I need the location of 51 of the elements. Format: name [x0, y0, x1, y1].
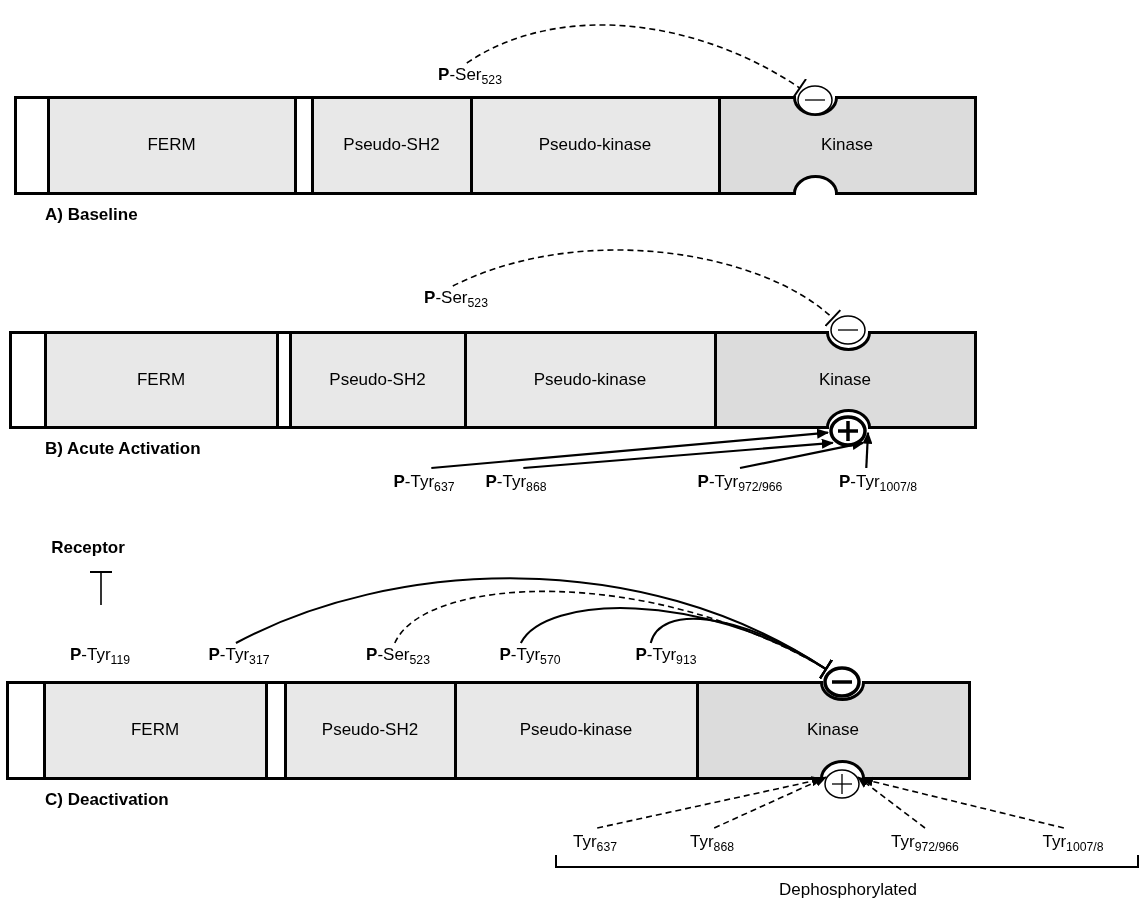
domain-label: Kinase	[819, 369, 871, 390]
linker-box	[8, 330, 47, 429]
phospho-site-label: P-Tyr$_{1007/8}$	[839, 472, 917, 492]
domain-label: Pseudo-kinase	[519, 720, 633, 740]
receptor-label: Receptor	[51, 538, 125, 558]
inhibition-line	[649, 617, 833, 680]
domain-label: FERM	[136, 369, 186, 390]
panel-label: B) Acute Activation	[45, 439, 201, 459]
arrow	[862, 431, 873, 469]
domain-label: Kinase	[821, 135, 873, 155]
inhibitory-site-icon	[822, 665, 862, 699]
domain-label: FERM	[147, 135, 196, 155]
arrow	[739, 440, 865, 470]
phospho-site-label: P-Tyr$_{972/966}$	[697, 472, 783, 492]
phospho-site-label: P-Tyr$_{913}$	[635, 645, 697, 665]
phospho-site-label: Tyr$_{637}$	[573, 832, 617, 852]
linker-box	[5, 680, 46, 780]
panel-label: C) Deactivation	[45, 790, 169, 810]
arrow	[431, 428, 829, 470]
phospho-site-label: Tyr$_{1007/8}$	[1042, 832, 1104, 852]
inhibitory-site-icon	[795, 83, 835, 117]
group-caption: Dephosphorylated	[779, 880, 917, 900]
inhibition-line	[452, 249, 841, 328]
domain-label: Pseudo-SH2	[321, 720, 419, 740]
activating-site-icon	[828, 414, 868, 448]
arrow	[713, 776, 827, 829]
domain-label: Pseudo-kinase	[538, 135, 652, 155]
domain-label: Pseudo-SH2	[343, 135, 440, 155]
domain-label: FERM	[130, 720, 180, 740]
linker-box	[13, 95, 50, 195]
inhibition-line	[394, 590, 833, 680]
phospho-site-label: P-Ser$_{523}$	[366, 645, 430, 665]
phospho-site-label: P-Tyr$_{637}$	[393, 472, 455, 492]
arrow	[523, 438, 834, 470]
phospho-site-label: P-Tyr$_{570}$	[499, 645, 561, 665]
phospho-site-label: Tyr$_{972/966}$	[891, 832, 959, 852]
panel-label: A) Baseline	[45, 205, 138, 225]
inhibition-line	[466, 24, 807, 99]
phospho-site-label: P-Tyr$_{317}$	[208, 645, 270, 665]
phospho-site-label: P-Ser$_{523}$	[438, 65, 502, 85]
phospho-site-label: P-Tyr$_{119}$	[69, 645, 131, 665]
activating-site-icon	[822, 767, 862, 801]
phospho-site-label: P-Ser$_{523}$	[424, 288, 488, 308]
domain-label: Pseudo-kinase	[533, 369, 647, 390]
domain-label: Kinase	[807, 720, 859, 740]
phospho-site-label: P-Tyr$_{868}$	[485, 472, 547, 492]
domain-label: Pseudo-SH2	[329, 369, 426, 390]
inhibitory-site-icon	[828, 313, 868, 347]
phospho-site-label: Tyr$_{868}$	[690, 832, 734, 852]
inhibition-line	[89, 571, 113, 606]
arrow	[857, 776, 926, 829]
